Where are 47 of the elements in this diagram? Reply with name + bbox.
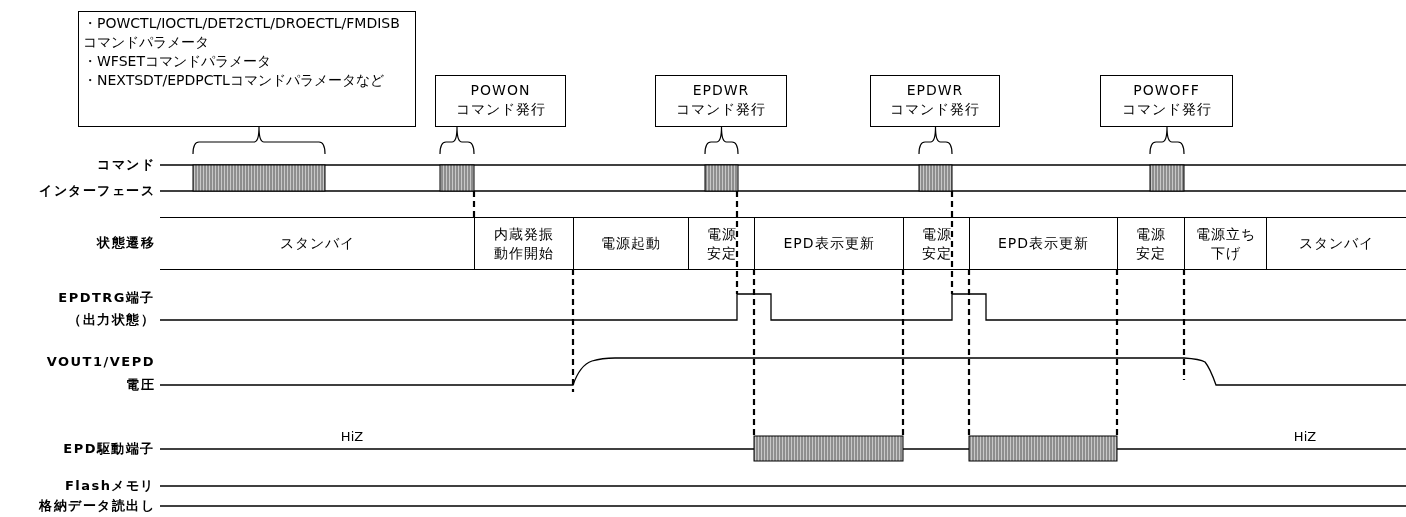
callout-text: コマンド発行 (1120, 100, 1213, 119)
signal-name: Flashメモリ (64, 478, 155, 494)
callout-text: ・NEXTSDT/EPDPCTLコマンドパラメータなど (83, 71, 385, 90)
state-cell (969, 217, 1117, 270)
state-cell (474, 217, 573, 270)
state-cell (1117, 217, 1184, 270)
callout-box (870, 75, 1000, 127)
state-text: EPD表示更新 (782, 234, 876, 253)
callout-text: POWON (469, 81, 532, 100)
state-label: HiZ (340, 429, 364, 445)
state-cell (1184, 217, 1266, 270)
callout-text: コマンド発行 (675, 100, 767, 119)
state-text: 電源安定 (1135, 224, 1167, 263)
state-cell (688, 217, 754, 270)
state-text: EPD表示更新 (996, 234, 1091, 253)
signal-name: VOUT1/VEPD (46, 354, 155, 370)
state-text: 電源安定 (705, 224, 738, 263)
signal-name: インターフェース (39, 183, 155, 199)
state-cell (903, 217, 969, 270)
state-cell (754, 217, 903, 270)
state-text: スタンバイ (1298, 234, 1375, 253)
state-cell (160, 217, 474, 270)
callout-text: POWOFF (1132, 81, 1201, 100)
state-text: 電源立ち下げ (1194, 224, 1257, 263)
signal-name: （出力状態） (68, 312, 155, 328)
callout-text: EPDWR (905, 81, 965, 100)
state-cell (573, 217, 688, 270)
callout-box (1100, 75, 1233, 127)
signal-name: EPD駆動端子 (63, 441, 155, 457)
signal-name: 格納データ読出し (39, 498, 155, 514)
callout-box (435, 75, 566, 127)
callout-text: ・WFSETコマンドパラメータ (83, 52, 272, 71)
callout-box (78, 11, 416, 127)
callout-box (655, 75, 787, 127)
state-cell (1266, 217, 1406, 270)
state-label: HiZ (1293, 429, 1317, 445)
state-text: 電源起動 (600, 234, 662, 253)
state-text: スタンバイ (278, 234, 356, 253)
callout-text: コマンド発行 (889, 100, 981, 119)
callout-text: コマンド発行 (454, 100, 547, 119)
callout-text: EPDWR (691, 81, 751, 100)
signal-name: コマンド (97, 157, 155, 173)
signal-name: 電圧 (126, 377, 155, 393)
state-text: 内蔵発振動作開始 (493, 224, 555, 263)
state-text: 電源安定 (920, 224, 953, 263)
signal-name: EPDTRG端子 (58, 290, 155, 306)
callout-text: ・POWCTL/IOCTL/DET2CTL/DROECTL/FMDISBコマンドパラメータ (83, 14, 401, 52)
